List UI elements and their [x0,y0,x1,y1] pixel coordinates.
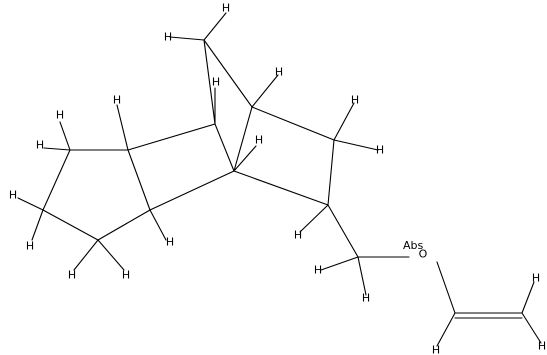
hydrogen-atom-label: H [113,94,121,107]
hydrogen-atom-label: H [68,269,76,282]
hydrogen-atom-label: H [9,189,17,202]
abs-stereo-flag: Abs [403,239,424,252]
carbon-bond [327,139,335,206]
carbon-bond [251,106,335,141]
hydrogen-atom-label: H [275,66,283,79]
hydrogen-bond-line [333,102,355,141]
oxygen-label-background [401,240,440,254]
carbon-bond [436,261,456,314]
hydrogen-bond-line [203,12,227,41]
hydrogen-bond-line [333,139,379,151]
hydrogen-bond-line [116,104,129,151]
hydrogen-bond-line [97,239,125,271]
hydrogen-bond-line [521,312,542,344]
hydrogen-atom-label: H [212,76,220,89]
hydrogen-bond-line [149,209,167,241]
hydrogen-atom-label: H [351,94,359,107]
hydrogen-bond-line [17,197,44,211]
hydrogen-atom-label: H [538,340,546,353]
hydrogen-atom-label: H [255,134,263,147]
hydrogen-atom-label: H [532,272,540,285]
carbon-bond [203,39,216,125]
hydrogen-bond-line [31,209,44,241]
hydrogen-atom-label: H [362,292,370,305]
hydrogen-bond-line [233,145,257,172]
hydrogen-atom-label: H [222,2,230,15]
carbon-bond [233,106,253,172]
carbon-bond [42,149,71,211]
hydrogen-atom-label: H [432,344,440,355]
hydrogen-bond-line [299,204,329,233]
labels-layer: O Abs H H H H H H H H H H H H H H H H H H H H H [9,2,546,355]
oxygen-atom-label: O [419,248,428,261]
carbon-bond [327,204,359,258]
hydrogen-atom-label: H [56,109,64,122]
carbon-bond [127,149,151,211]
hydrogen-bond-line [320,256,359,271]
hydrogen-bond-line [59,121,71,151]
hydrogen-bond-line [521,281,535,314]
carbon-bond [97,209,151,241]
carbon-bond [214,123,235,172]
hydrogen-atom-label: H [314,264,322,277]
hydrogen-atom-label: H [294,229,302,242]
hydrogen-atom-label: H [166,236,174,249]
hydrogen-atom-label: H [164,31,172,44]
hydrogen-atom-label: H [376,144,384,157]
hydrogen-atom-label: H [122,269,130,282]
hydrogen-bond-line [73,239,99,271]
carbon-bond [42,209,99,241]
hydrogen-bond-line [43,147,71,151]
bonds-layer [17,12,542,347]
carbon-bond [149,170,235,211]
hydrogen-bond-line [169,36,205,41]
hydrogen-bond-line [251,74,279,108]
carbon-bond [233,170,329,206]
carbon-bond [203,39,253,108]
carbon-bond [127,123,216,151]
hydrogen-atom-label: H [26,240,34,253]
hydrogen-atom-label: H [36,139,44,152]
hydrogen-bond-line [436,312,456,347]
hydrogen-bond-line [357,256,367,296]
